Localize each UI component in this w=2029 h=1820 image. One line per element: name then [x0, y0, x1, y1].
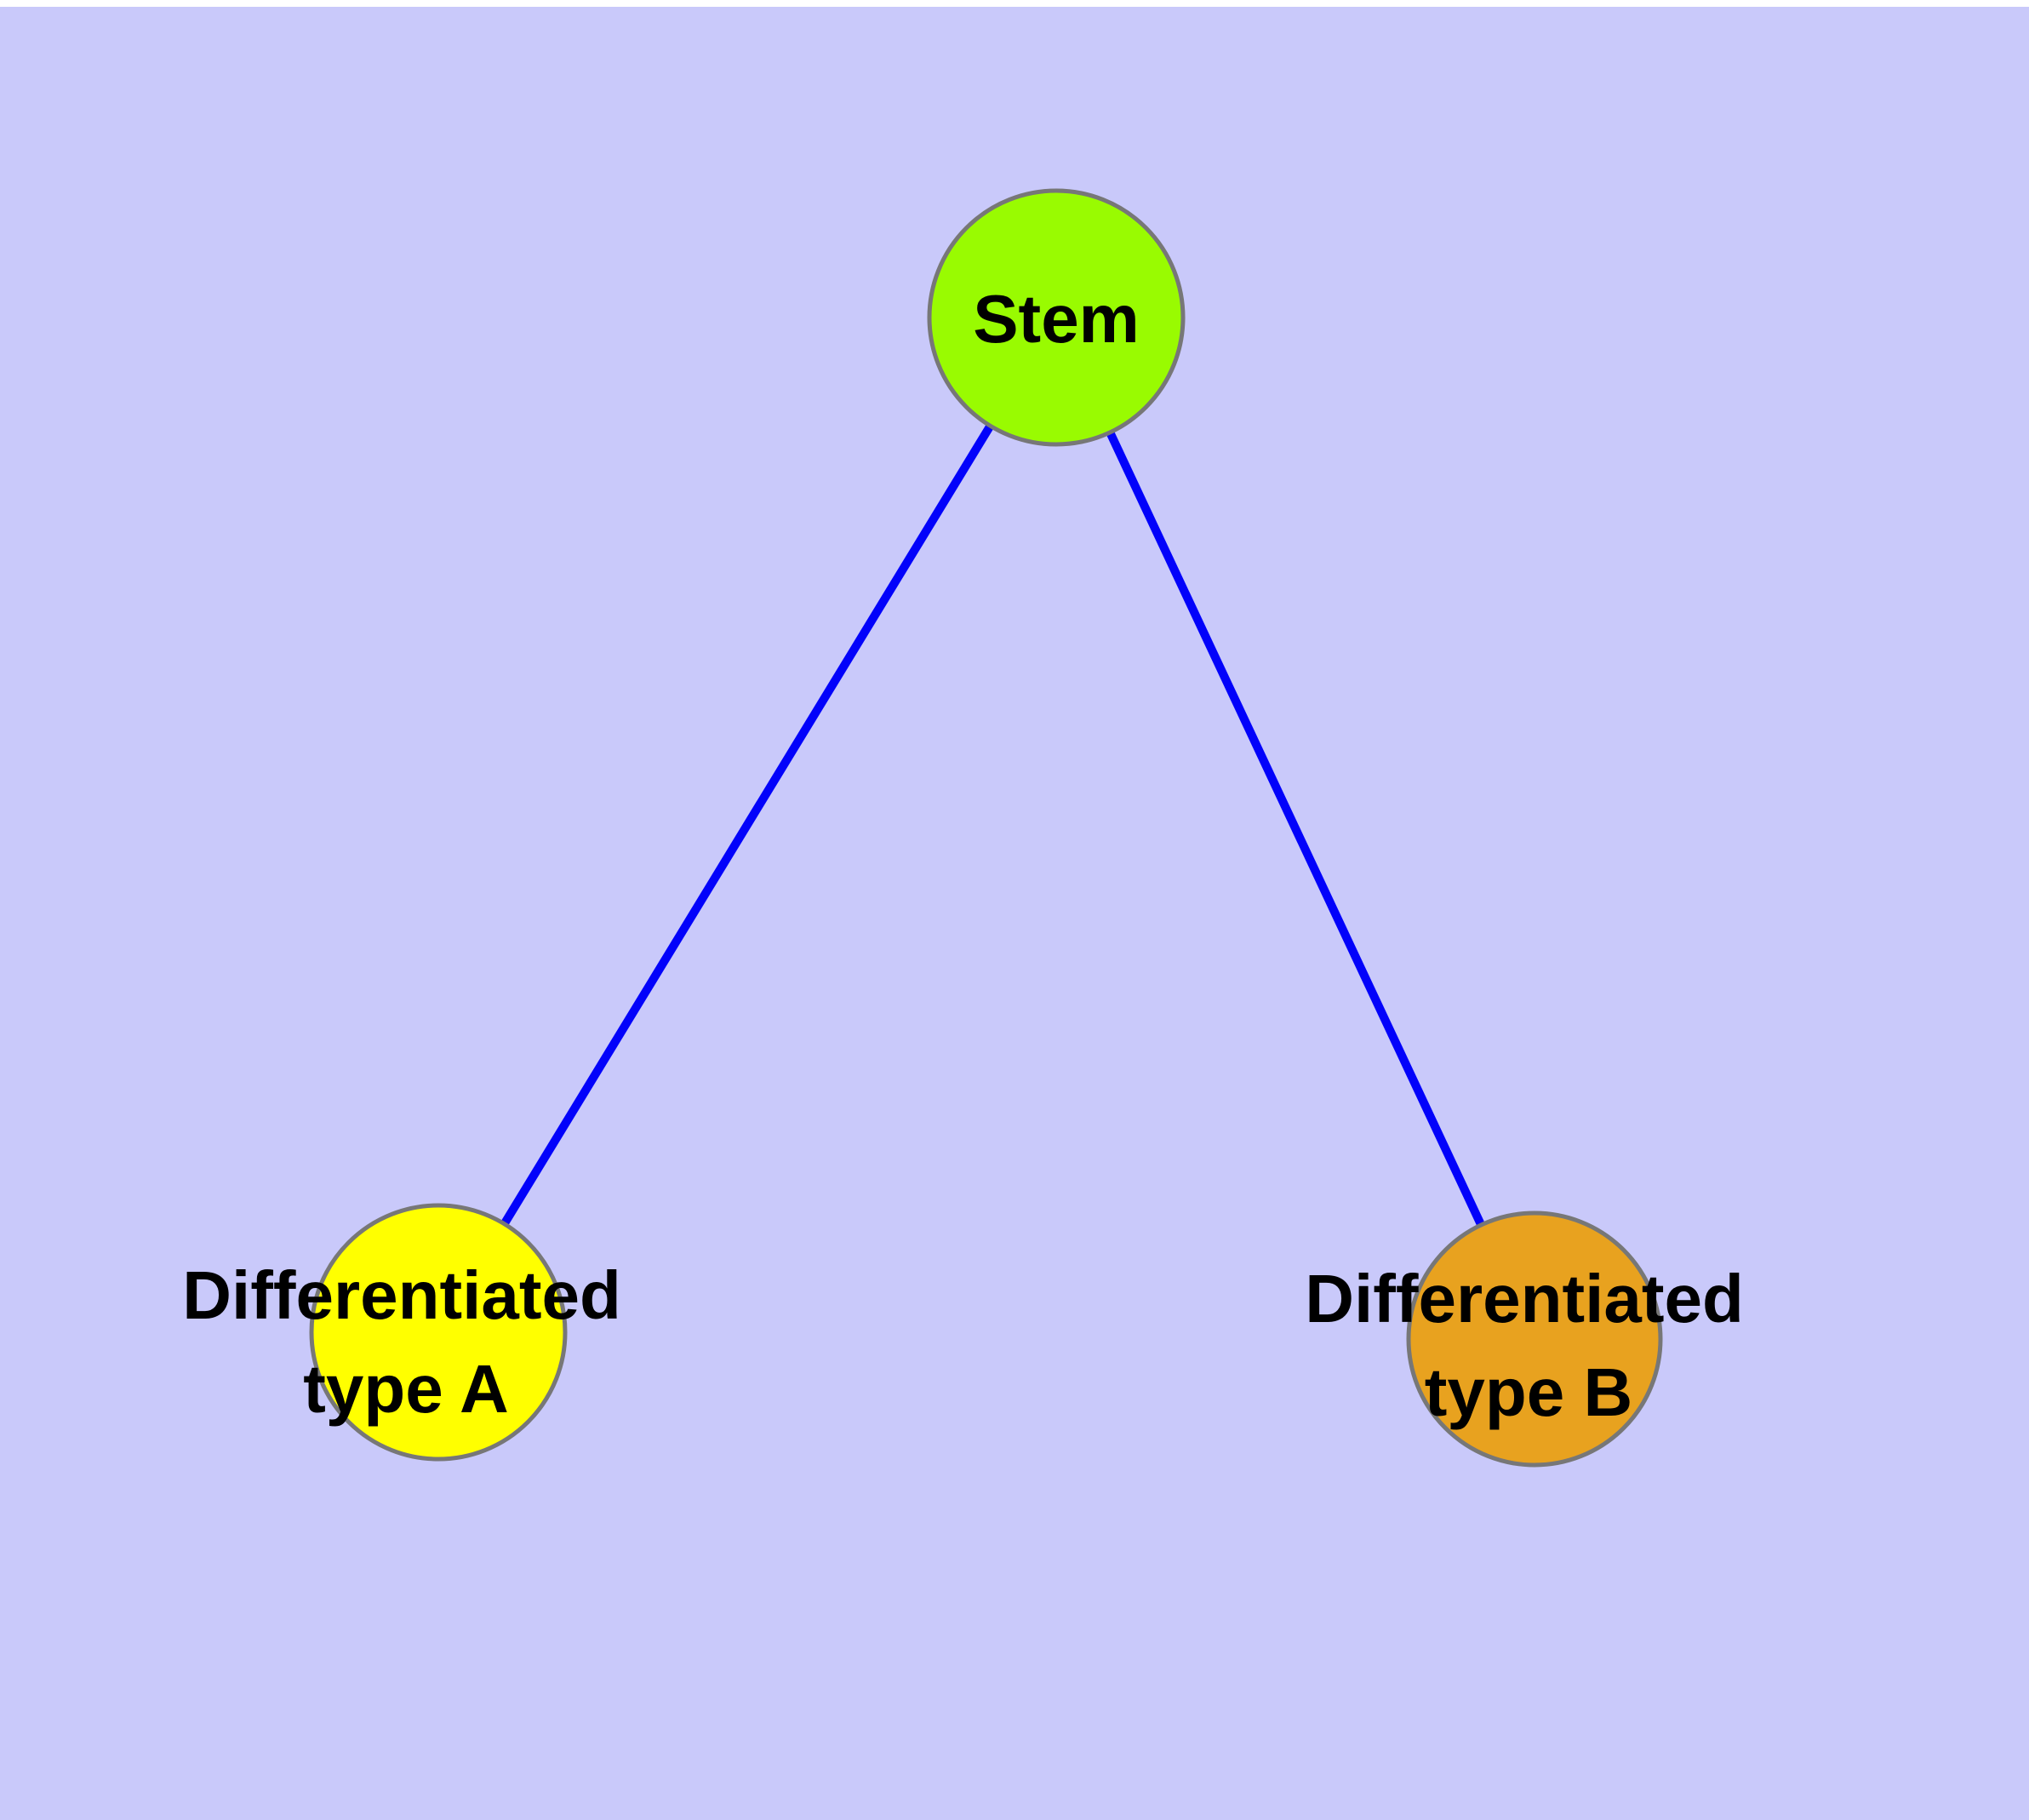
node-stem — [927, 188, 1186, 447]
top-white-strip — [0, 0, 2029, 7]
node-type-b-label-line1: Differentiated — [1305, 1261, 1744, 1336]
edge-stem-to-type-b — [1052, 315, 1539, 1342]
node-type-b-label-line2: type B — [1425, 1354, 1633, 1430]
node-stem-label: Stem — [973, 281, 1140, 357]
node-differentiated-type-a — [309, 1203, 568, 1462]
node-differentiated-type-b — [1406, 1210, 1663, 1468]
edge-stem-to-type-a — [434, 315, 1060, 1335]
node-type-a-label-line2: type A — [303, 1351, 509, 1427]
node-type-a-label-line1: Differentiated — [182, 1257, 621, 1333]
